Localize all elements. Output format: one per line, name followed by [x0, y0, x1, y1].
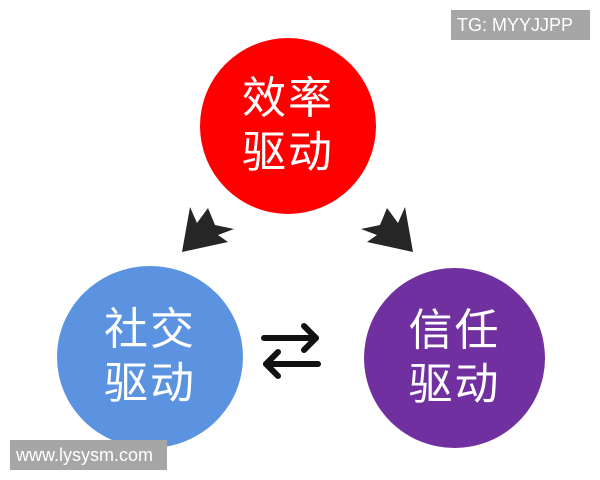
node-label-line1: 效率 — [242, 73, 334, 124]
node-label-line1: 信任 — [408, 305, 501, 356]
watermark-telegram: TG: MYYJJPP — [451, 10, 590, 40]
trust-driven-node: 信任 驱动 — [364, 268, 545, 448]
node-label-line1: 社交 — [104, 304, 196, 355]
node-label-line2: 驱动 — [104, 358, 196, 409]
efficiency-driven-node: 效率 驱动 — [200, 38, 376, 214]
node-label-line2: 驱动 — [408, 359, 501, 410]
arrow-down-right-icon — [361, 207, 413, 252]
bidirectional-arrows-icon — [261, 323, 321, 379]
watermark-website: www.lysysm.com — [10, 440, 167, 470]
node-label-line2: 驱动 — [242, 127, 334, 178]
social-driven-node: 社交 驱动 — [57, 266, 243, 448]
arrow-down-left-icon — [182, 207, 234, 252]
